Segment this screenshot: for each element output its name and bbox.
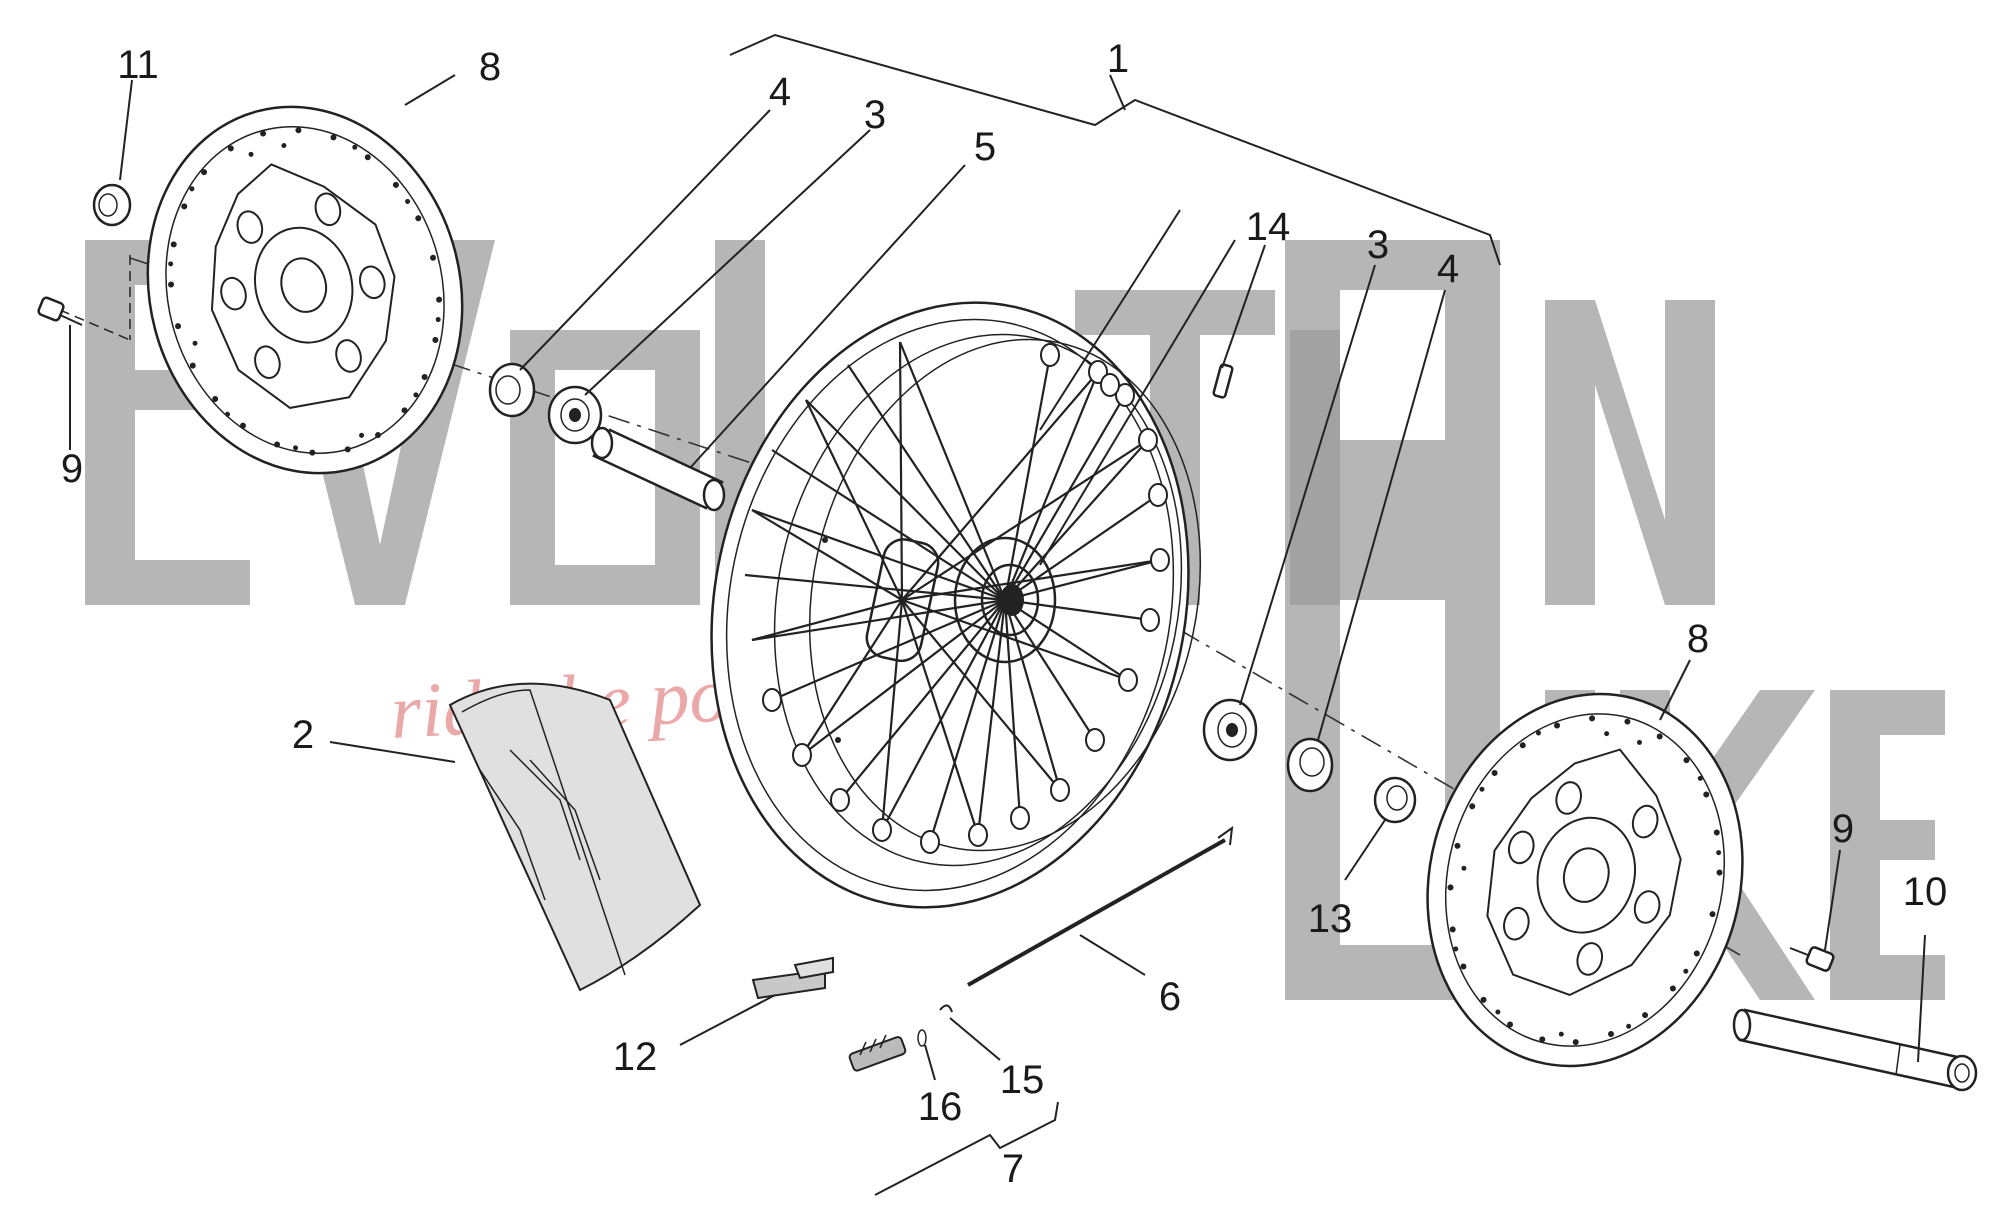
callout-8-right: 8 [1687, 617, 1709, 661]
bolt-9-right [1789, 946, 1835, 972]
bearing-3-left [547, 385, 603, 445]
callout-10: 10 [1903, 870, 1948, 914]
callout-9-right: 9 [1832, 807, 1854, 851]
tyre-2 [448, 682, 702, 992]
bolt-9-left [37, 296, 83, 326]
balance-weight-12 [751, 956, 834, 1000]
callout-2: 2 [292, 713, 314, 757]
spacer-11 [92, 183, 132, 227]
spoked-wheel [710, 301, 1202, 909]
callout-14: 14 [1246, 205, 1291, 249]
callout-4-right: 4 [1437, 247, 1459, 291]
spoke-nipple-16 [848, 1029, 927, 1072]
axle-10 [1732, 1008, 1978, 1092]
callout-9-left: 9 [61, 447, 83, 491]
callout-6: 6 [1159, 975, 1181, 1019]
callout-3-right: 3 [1367, 223, 1389, 267]
callout-13: 13 [1308, 897, 1353, 941]
callout-11: 11 [117, 43, 159, 87]
seal-ring-4-left [488, 362, 536, 418]
callout-16: 16 [918, 1085, 963, 1129]
callout-labels: 1 2 3 3 4 4 5 6 7 8 8 9 9 10 11 12 13 14… [61, 37, 1947, 1191]
brake-disc-right [1426, 692, 1744, 1068]
callout-4-left: 4 [769, 70, 791, 114]
callout-8-left: 8 [479, 45, 501, 89]
bearing-3-right [1202, 698, 1258, 762]
callout-1: 1 [1107, 37, 1129, 81]
valve-14 [1212, 363, 1234, 399]
spacer-13 [1373, 776, 1417, 824]
callout-15: 15 [1000, 1058, 1045, 1102]
spoke-6 [967, 825, 1234, 987]
callout-7: 7 [1002, 1147, 1024, 1191]
callout-12: 12 [613, 1035, 658, 1079]
callout-3-left: 3 [864, 93, 886, 137]
clip-15 [939, 1004, 953, 1013]
leader-lines [69, 33, 1926, 1196]
seal-ring-4-right [1286, 737, 1334, 793]
callout-5: 5 [974, 125, 996, 169]
spacer-tube-5 [590, 426, 726, 512]
brake-disc-left [146, 105, 464, 475]
